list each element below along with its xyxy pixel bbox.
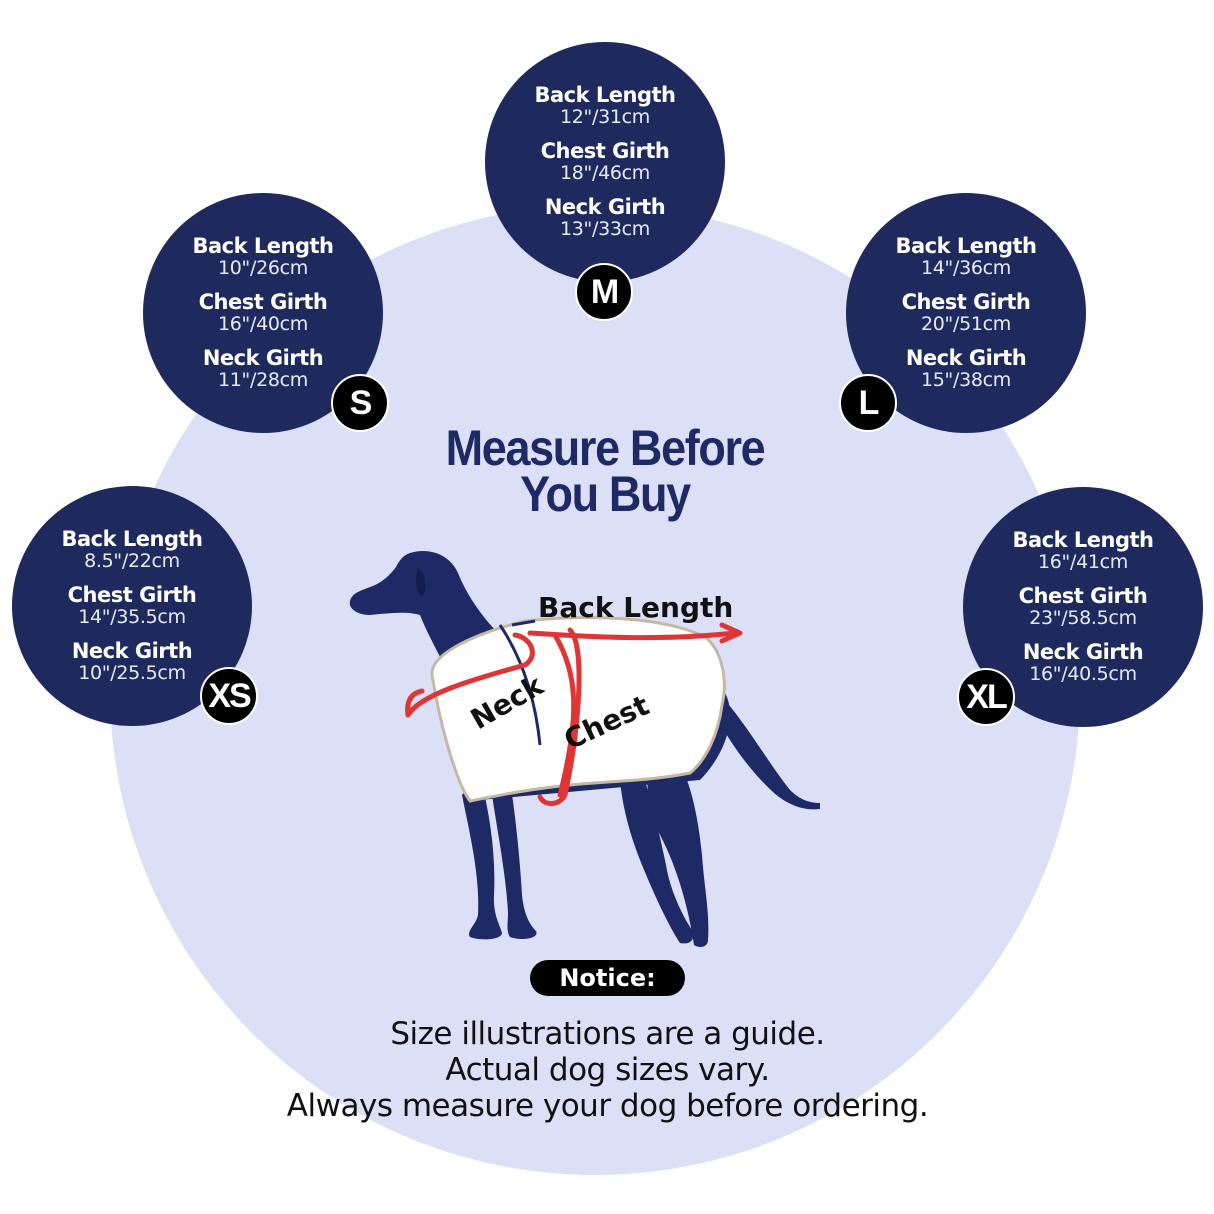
size-circle-s: Back Length 10"/26cm Chest Girth 16"/40c… <box>143 193 383 433</box>
back-length-value: 12"/31cm <box>559 106 651 129</box>
size-circle-m: Back Length 12"/31cm Chest Girth 18"/46c… <box>485 42 725 282</box>
back-length-block: Back Length 12"/31cm <box>534 83 677 129</box>
chest-girth-block: Chest Girth 14"/35.5cm <box>67 583 197 629</box>
chest-girth-block: Chest Girth 18"/46cm <box>540 139 670 185</box>
back-length-block: Back Length 10"/26cm <box>192 234 335 280</box>
chest-girth-label: Chest Girth <box>67 583 197 607</box>
neck-girth-block: Neck Girth 10"/25.5cm <box>71 638 193 685</box>
neck-girth-label: Neck Girth <box>1022 639 1144 664</box>
neck-girth-label: Neck Girth <box>905 345 1027 370</box>
chest-girth-value: 18"/46cm <box>559 162 651 185</box>
dog-illustration: Back Length Neck Chest <box>349 551 820 948</box>
back-length-label: Back Length <box>534 83 677 108</box>
back-length-block: Back Length 14"/36cm <box>895 234 1038 280</box>
chest-girth-value: 16"/40cm <box>217 313 309 336</box>
back-length-label: Back Length <box>1012 528 1155 553</box>
back-length-block: Back Length 8.5"/22cm <box>61 527 204 573</box>
neck-girth-value: 16"/40.5cm <box>1029 663 1137 686</box>
label-back-length: Back Length <box>538 591 733 624</box>
notice-line-1: Size illustrations are a guide. <box>390 1016 825 1052</box>
chest-girth-block: Chest Girth 23"/58.5cm <box>1018 584 1148 630</box>
chest-girth-label: Chest Girth <box>540 139 670 163</box>
notice-line-3: Always measure your dog before ordering. <box>286 1088 929 1124</box>
title-line-2: You Buy <box>520 466 691 522</box>
size-badge-m: M <box>575 263 633 321</box>
neck-girth-value: 11"/28cm <box>217 369 309 392</box>
back-length-label: Back Length <box>61 527 204 552</box>
neck-girth-value: 10"/25.5cm <box>78 662 186 685</box>
size-badge-xl: XL <box>957 668 1015 726</box>
neck-girth-block: Neck Girth 13"/33cm <box>544 194 666 241</box>
chest-girth-block: Chest Girth 16"/40cm <box>198 290 328 336</box>
neck-girth-label: Neck Girth <box>544 194 666 219</box>
neck-girth-label: Neck Girth <box>71 638 193 663</box>
chest-girth-block: Chest Girth 20"/51cm <box>901 290 1031 336</box>
chest-girth-value: 23"/58.5cm <box>1029 607 1137 630</box>
back-length-label: Back Length <box>192 234 335 259</box>
size-badge-l: L <box>839 374 897 432</box>
neck-girth-block: Neck Girth 16"/40.5cm <box>1022 639 1144 686</box>
chest-girth-label: Chest Girth <box>1018 584 1148 608</box>
measurement-lines <box>405 622 743 806</box>
back-length-value: 16"/41cm <box>1037 551 1129 574</box>
page-title: Measure Before You Buy <box>425 420 785 522</box>
size-circle-xs: Back Length 8.5"/22cm Chest Girth 14"/35… <box>12 486 252 726</box>
size-badge-xs: XS <box>200 667 258 725</box>
neck-girth-value: 13"/33cm <box>559 218 651 241</box>
title-line-1: Measure Before <box>445 420 766 476</box>
back-length-label: Back Length <box>895 234 1038 259</box>
back-length-value: 8.5"/22cm <box>84 550 180 573</box>
notice-line-2: Actual dog sizes vary. <box>445 1052 770 1088</box>
notice-text: Size illustrations are a guide. Actual d… <box>200 1016 1015 1124</box>
back-length-block: Back Length 16"/41cm <box>1012 528 1155 574</box>
chest-girth-value: 20"/51cm <box>920 313 1012 336</box>
chest-girth-label: Chest Girth <box>901 290 1031 314</box>
chest-girth-value: 14"/35.5cm <box>78 606 186 629</box>
neck-girth-block: Neck Girth 11"/28cm <box>202 345 324 392</box>
neck-girth-block: Neck Girth 15"/38cm <box>905 345 1027 392</box>
notice-badge: Notice: <box>530 960 685 996</box>
back-length-value: 10"/26cm <box>217 257 309 280</box>
chest-girth-label: Chest Girth <box>198 290 328 314</box>
neck-girth-label: Neck Girth <box>202 345 324 370</box>
neck-girth-value: 15"/38cm <box>920 369 1012 392</box>
back-length-value: 14"/36cm <box>920 257 1012 280</box>
size-badge-s: S <box>331 374 389 432</box>
